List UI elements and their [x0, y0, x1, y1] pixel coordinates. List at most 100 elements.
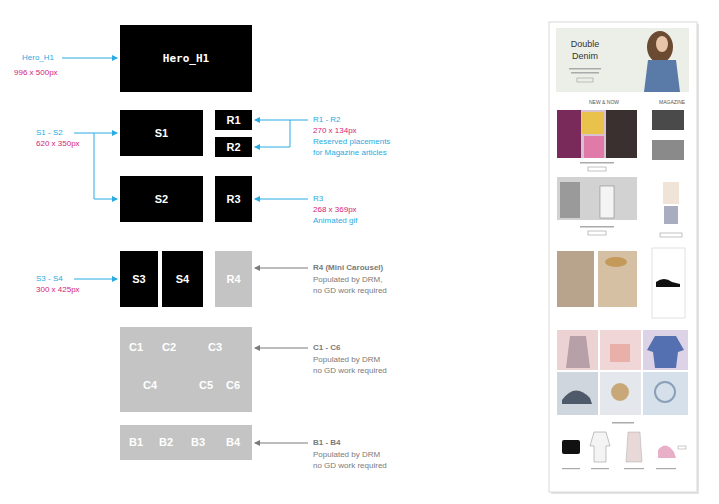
callout-label: S1 - S2 [36, 127, 63, 138]
mockup-product [663, 182, 679, 204]
mockup-tile [557, 330, 598, 370]
mockup-card [652, 248, 685, 318]
slot-box: R2 [215, 137, 252, 157]
slot-label: Hero_H1 [163, 52, 209, 65]
mockup-button [588, 231, 606, 235]
leader-line [255, 268, 308, 269]
dimension-label: 620 x 350px [36, 138, 80, 149]
slot-label: B2 [159, 436, 173, 449]
mockup-shirt [647, 336, 684, 368]
slot-label: C3 [208, 341, 222, 354]
callout-label: B1 - B4 [313, 437, 341, 448]
slot-label: C5 [199, 379, 213, 392]
leader-bracket [290, 120, 291, 147]
mockup-hero [556, 28, 689, 92]
mockup-face [656, 36, 668, 52]
leader-line [255, 348, 308, 349]
mockup-tile [557, 372, 598, 415]
mockup-photo [557, 251, 594, 307]
mockup-collage [582, 112, 604, 134]
callout-label: R4 (Mini Carousel) [313, 262, 383, 273]
mockup-text-line [656, 468, 676, 469]
leader-line [62, 58, 117, 59]
slot-label: S1 [155, 127, 168, 140]
slot-label: S2 [155, 193, 168, 206]
mockup-button [678, 446, 686, 449]
mockup-product [664, 206, 678, 224]
callout-label: S3 - S4 [36, 273, 63, 284]
leader-line [255, 199, 308, 200]
leader-lines [62, 58, 308, 443]
slot-label: R3 [226, 193, 240, 206]
slot-label: C4 [143, 379, 157, 392]
drm-block: C1 C2 C3C4 C5 C6 [120, 327, 252, 412]
mockup-text-line [571, 72, 599, 74]
mockup-photo [600, 186, 614, 218]
dimension-label: 300 x 425px [36, 284, 80, 295]
mockup-tile [600, 330, 641, 370]
mockup-button [588, 167, 606, 171]
slot-label: R4 [226, 273, 240, 286]
mockup-text-line [624, 468, 644, 469]
mockup-thumb [652, 140, 684, 160]
hero-box: Hero_H1 [120, 25, 252, 92]
leader-line [74, 279, 117, 280]
mockup-page [549, 22, 697, 492]
slot-label: S3 [132, 273, 145, 286]
mockup-compact [611, 383, 629, 401]
mockup-collage [606, 110, 637, 158]
callout-label: Animated gif [313, 215, 357, 226]
mockup-heading: NEW & NOW [589, 99, 619, 106]
mockup-text-line [580, 162, 614, 164]
leader-line [255, 147, 290, 148]
mockup-photo [598, 251, 637, 307]
mockup-text-line [591, 468, 609, 469]
leader-line [255, 443, 308, 444]
slot-box: R3 [215, 176, 252, 222]
slot-box: S3 [120, 251, 158, 307]
mockup-shoe [656, 279, 680, 287]
mockup-heel [562, 390, 592, 404]
callout-label: R3 [313, 193, 323, 204]
mockup-heading: Double Denim [562, 38, 608, 62]
slot-box: R1 [215, 110, 252, 130]
mockup-text-line [580, 226, 614, 228]
callout-label: Hero_H1 [22, 52, 54, 63]
dimension-label: 996 x 500px [14, 67, 58, 78]
mockup-product [626, 432, 642, 462]
mockup-tile [600, 372, 641, 415]
mockup-denim [644, 60, 680, 92]
mockup-button [660, 233, 682, 237]
mockup-hat [605, 257, 627, 267]
mockup-dress [566, 336, 590, 368]
mockup-product [590, 432, 610, 462]
mockup-thumb [652, 110, 684, 130]
mockup-necklace [655, 382, 675, 402]
dimension-label: 270 x 134px [313, 125, 357, 136]
dimension-label: 268 x 369px [313, 204, 357, 215]
mockup-button [577, 78, 593, 82]
mockup-tile [643, 372, 688, 415]
leader-line [74, 133, 94, 134]
slot-box: S1 [120, 110, 203, 156]
callout-label: Reserved placements for Magazine article… [313, 136, 395, 158]
slot-label: S4 [176, 273, 189, 286]
callout-label: R1 - R2 [313, 114, 341, 125]
slot-label: C2 [162, 341, 176, 354]
callout-label: C1 - C6 [313, 342, 341, 353]
leader-line [94, 133, 117, 134]
slot-label: C1 [129, 341, 143, 354]
slot-box: S2 [120, 176, 203, 222]
slot-label: C6 [226, 379, 240, 392]
mockup-product [658, 445, 676, 458]
mockup-photo [560, 182, 580, 218]
drm-block: B1B2B3B4 [120, 425, 252, 460]
callout-label: Populated by DRM no GD work required [313, 449, 389, 471]
slot-label: B1 [129, 436, 143, 449]
page-mockup [549, 22, 699, 494]
callout-label: Populated by DRM no GD work required [313, 354, 389, 376]
slot-label: R1 [226, 114, 240, 127]
mockup-collage [557, 110, 637, 158]
mockup-tile [643, 330, 688, 370]
